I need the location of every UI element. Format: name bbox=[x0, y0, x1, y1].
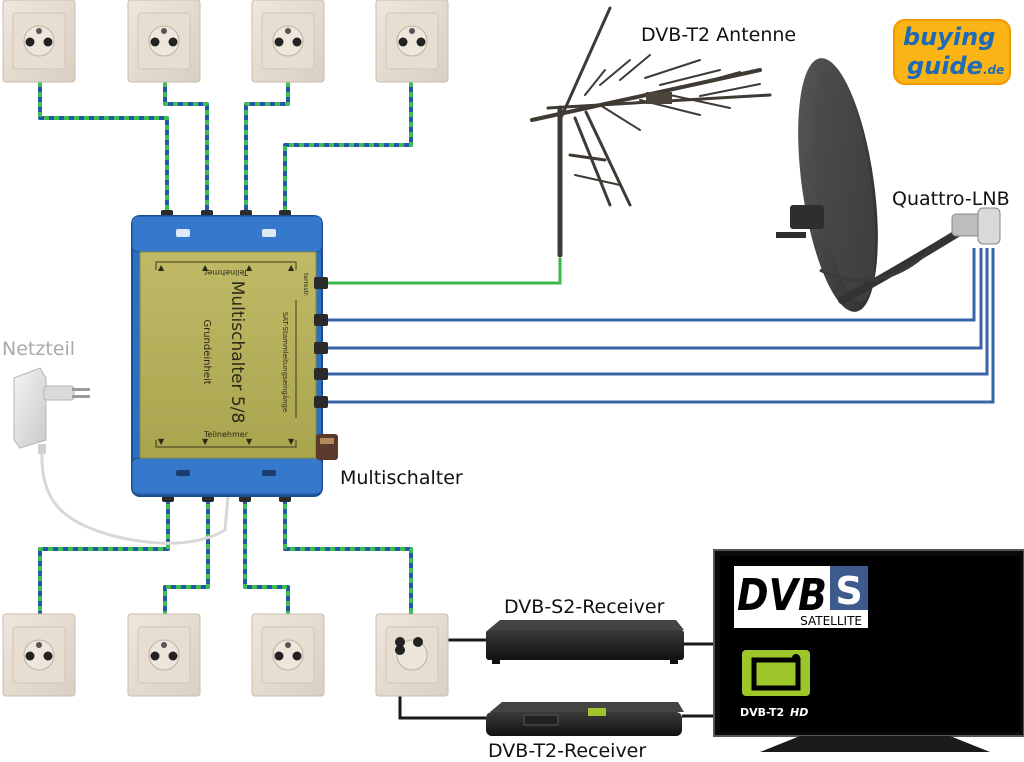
netzteil-label: Netzteil bbox=[2, 338, 76, 360]
wall-socket-top-2 bbox=[127, 0, 201, 83]
antenna-cable bbox=[318, 258, 562, 285]
svg-text:▲: ▲ bbox=[246, 263, 253, 272]
dvb-t2-receiver-label: DVB-T2-Receiver bbox=[488, 740, 647, 762]
multiswitch-side-text: SAT-Stammleitungseingänge bbox=[281, 312, 289, 413]
multischalter-label: Multischalter bbox=[340, 467, 463, 489]
television: DVB S SATELLITE DVB-T2 HD bbox=[713, 549, 1024, 752]
logo-line1: buying bbox=[903, 23, 996, 51]
dvb-s2-receiver-label: DVB-S2-Receiver bbox=[504, 596, 665, 618]
multiswitch-subtitle: Grundeinheit bbox=[201, 319, 212, 384]
buyingguide-logo: buying guide.de bbox=[893, 19, 1011, 85]
multiswitch-terr-label: terrestr. bbox=[302, 273, 309, 297]
multiswitch-bottom-strip-label: Teilnehmer bbox=[203, 430, 249, 439]
wall-socket-bottom-1 bbox=[2, 613, 76, 697]
satellite-dish bbox=[776, 58, 1001, 312]
dvb-satellite-text: SATELLITE bbox=[800, 614, 862, 628]
wall-socket-bottom-4 bbox=[375, 613, 449, 697]
wall-socket-top-3 bbox=[251, 0, 325, 83]
dvb-t2-receiver bbox=[486, 702, 684, 736]
multiswitch-title: Multischalter 5/8 bbox=[227, 281, 247, 424]
coax-cables-bottom bbox=[38, 494, 413, 615]
logo-line2: guide bbox=[907, 52, 983, 80]
wall-socket-bottom-3 bbox=[251, 613, 325, 697]
svg-text:▲: ▲ bbox=[288, 263, 295, 272]
quattro-lnb-label: Quattro-LNB bbox=[892, 188, 1010, 210]
svg-text:▲: ▲ bbox=[202, 263, 209, 272]
multiswitch-top-strip-label: Teilnehmer bbox=[203, 268, 249, 277]
wall-socket-top-1 bbox=[2, 0, 76, 83]
power-supply bbox=[13, 367, 90, 454]
dvbt2-antenna-label: DVB-T2 Antenne bbox=[641, 24, 797, 46]
quattro-lnb bbox=[951, 207, 1001, 245]
dvb-s-logo: DVB S SATELLITE bbox=[734, 566, 868, 628]
dvb-t2-badge-text: DVB-T2 bbox=[740, 706, 784, 719]
multiswitch-power-connector bbox=[316, 434, 338, 460]
dvbt2-antenna bbox=[530, 6, 772, 258]
svg-text:▼: ▼ bbox=[202, 437, 209, 446]
svg-text:▼: ▼ bbox=[288, 437, 295, 446]
multiswitch: ▲ ▲ ▲ ▲ ▼ ▼ ▼ ▼ Teilnehmer Teilnehmer Multisch… bbox=[131, 210, 338, 502]
svg-text:▲: ▲ bbox=[158, 263, 165, 272]
wall-socket-top-4 bbox=[375, 0, 449, 83]
wall-socket-bottom-2 bbox=[127, 613, 201, 697]
sat-cables bbox=[318, 248, 995, 404]
svg-text:▼: ▼ bbox=[246, 437, 253, 446]
coax-cables-top bbox=[38, 82, 413, 214]
logo-tld: .de bbox=[982, 63, 1005, 77]
svg-text:▼: ▼ bbox=[158, 437, 165, 446]
dvb-s2-receiver bbox=[486, 620, 684, 664]
dvb-t2-hd-badge: DVB-T2 HD bbox=[740, 650, 810, 719]
dvb-s-letter: S bbox=[835, 569, 862, 613]
power-cable bbox=[40, 447, 230, 545]
hd-text: HD bbox=[790, 706, 808, 719]
multiswitch-input-connectors bbox=[314, 277, 328, 408]
